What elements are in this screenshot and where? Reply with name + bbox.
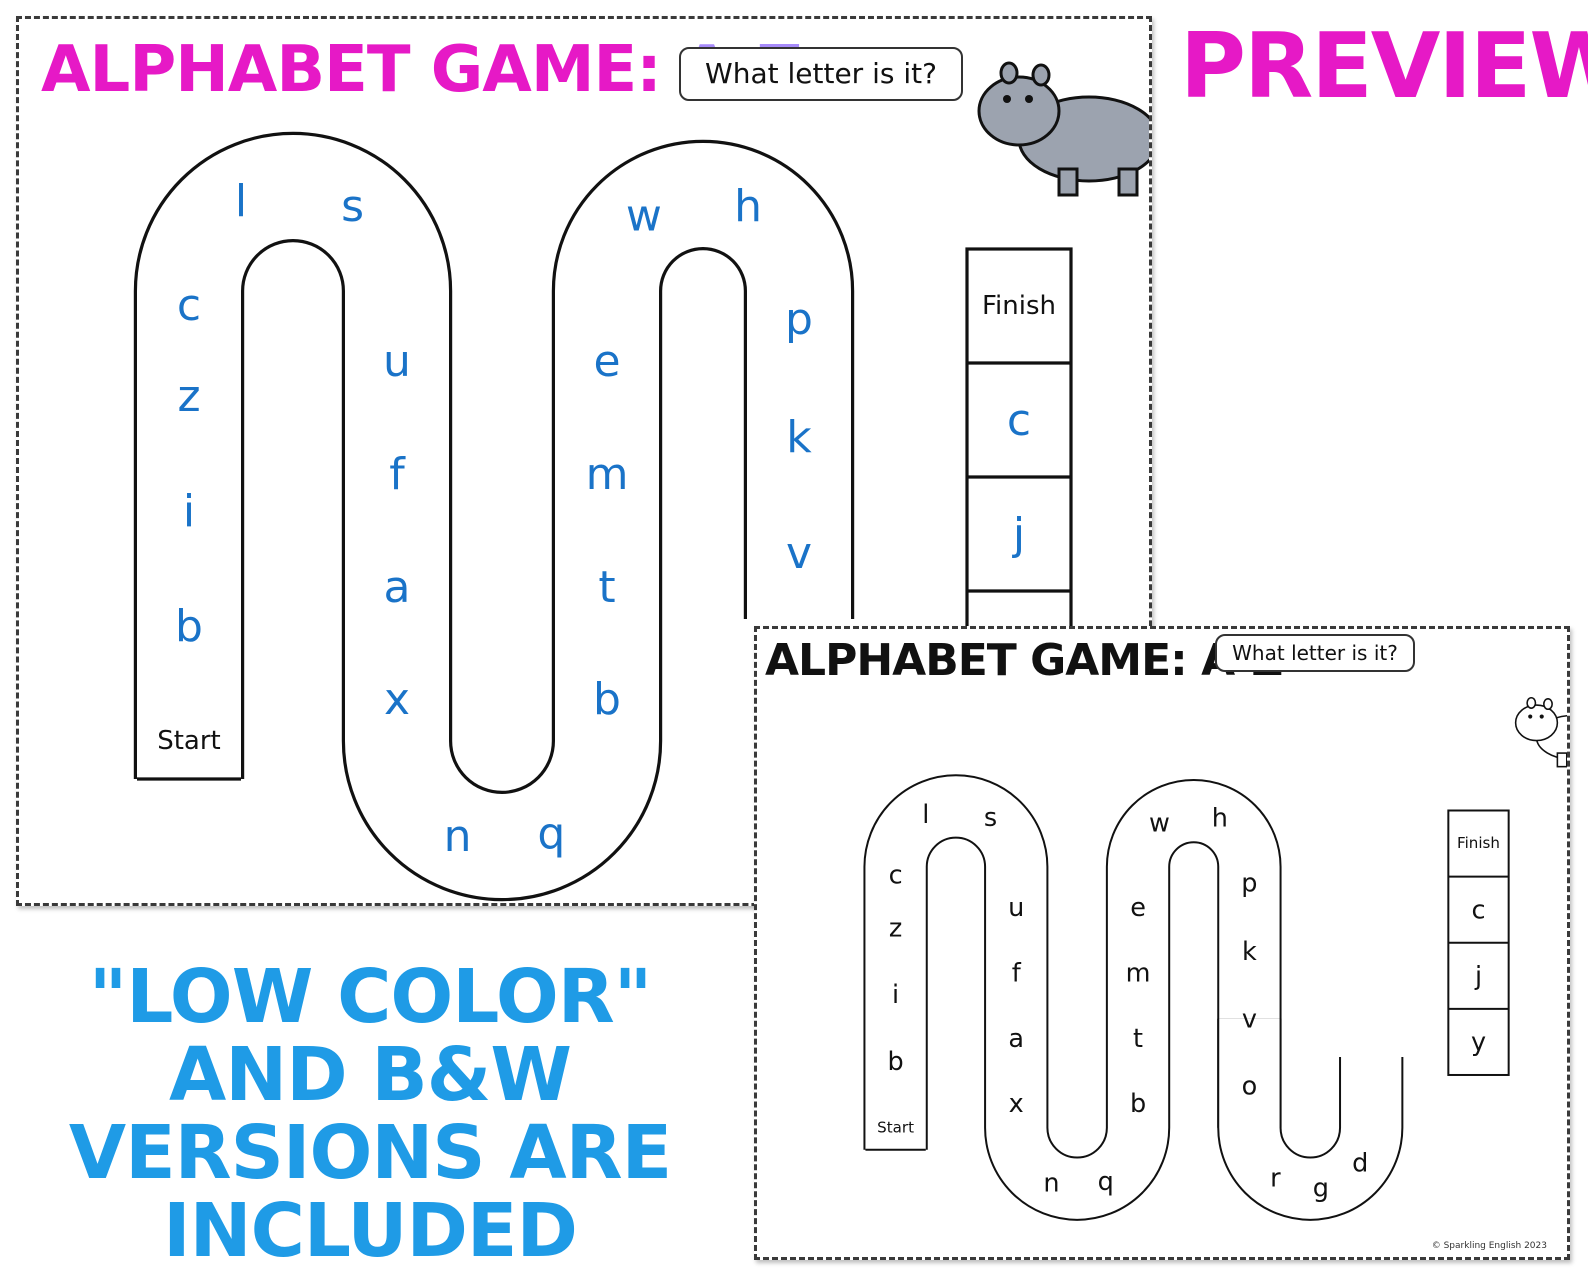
path-square-letter: m	[586, 449, 629, 500]
title-part-alphabet-game: ALPHABET GAME:	[41, 33, 662, 107]
path-square-letter: u	[383, 336, 411, 387]
path-square-letter: z	[177, 371, 200, 422]
finish-column: Finish c j y	[1447, 809, 1510, 1076]
path-square-letter: w	[1149, 809, 1170, 839]
path-square-letter: n	[1043, 1169, 1059, 1199]
path-square-letter: o	[1242, 1072, 1258, 1102]
path-square-letter: u	[1008, 893, 1024, 923]
finish-square-label: Finish	[1457, 834, 1500, 852]
path-square-letter: b	[593, 674, 621, 725]
path-square-letter: l	[235, 176, 247, 227]
path-square-letter: f	[389, 449, 406, 500]
finish-column: Finish c j	[965, 247, 1073, 651]
path-square-letter: v	[786, 528, 812, 579]
path-square-letter: v	[1242, 1004, 1257, 1034]
preview-heading: PREVIEW:	[1180, 14, 1588, 119]
versions-note: "LOW COLOR" AND B&W VERSIONS ARE INCLUDE…	[68, 954, 672, 1274]
hippo-icon	[1514, 696, 1567, 768]
finish-column-letter: j	[1474, 962, 1482, 992]
path-square-letter: i	[183, 486, 195, 537]
path-square-letter: m	[1126, 959, 1151, 989]
path-square-letter: d	[1352, 1148, 1368, 1178]
speech-bubble: What letter is it?	[679, 47, 963, 101]
path-square-letter: k	[1242, 937, 1257, 967]
path-square-letter: k	[786, 412, 812, 463]
path-square-letter: a	[1008, 1024, 1024, 1054]
path-square-letter: x	[384, 674, 410, 725]
path-square-letter: q	[537, 809, 565, 860]
path-square-letter: l	[922, 800, 929, 830]
path-square-letter: x	[1009, 1089, 1024, 1119]
path-square-letter: t	[598, 562, 615, 613]
path-square-letter: b	[1130, 1089, 1146, 1119]
speech-bubble-bw: What letter is it?	[1215, 634, 1415, 672]
finish-column-letter: y	[1471, 1028, 1486, 1058]
bw-card-title: ALPHABET GAME: A-Z	[765, 635, 1283, 686]
path-square-letter: i	[892, 980, 899, 1010]
copyright-text: © Sparkling English 2023	[1431, 1241, 1547, 1251]
finish-square-label: Finish	[982, 291, 1056, 321]
path-square-letter: h	[734, 181, 762, 232]
path-square-letter: c	[889, 861, 903, 891]
path-square-letter: s	[341, 181, 364, 232]
start-square-label: Start	[157, 726, 221, 756]
path-square-letter: e	[593, 336, 620, 387]
finish-column-letter: j	[1012, 509, 1025, 560]
path-square-letter: s	[984, 803, 997, 833]
path-square-letter: q	[1098, 1167, 1114, 1197]
path-square-letter: b	[887, 1047, 903, 1077]
path-square-letter: f	[1012, 959, 1022, 989]
path-square-letter: e	[1130, 893, 1146, 923]
path-square-letter: t	[1133, 1024, 1143, 1054]
start-square-label: Start	[877, 1118, 914, 1136]
finish-column-letter: c	[1007, 395, 1031, 446]
path-square-letter: p	[785, 294, 813, 345]
path-square-letter: a	[384, 562, 411, 613]
path-square-letter: p	[1241, 869, 1257, 899]
path-square-letter: b	[175, 601, 203, 652]
path-square-letter: z	[889, 913, 902, 943]
path-square-letter: c	[177, 280, 201, 331]
path-square-letter: n	[444, 811, 472, 862]
path-square-letter: g	[1313, 1173, 1329, 1203]
path-square-letter: r	[1270, 1163, 1281, 1193]
hippo-icon	[977, 61, 1149, 197]
path-square-letter: h	[1212, 803, 1228, 833]
finish-column-letter: c	[1471, 895, 1485, 925]
path-square-letter: w	[626, 190, 662, 241]
color-card-title: ALPHABET GAME: A-Z	[41, 33, 803, 107]
